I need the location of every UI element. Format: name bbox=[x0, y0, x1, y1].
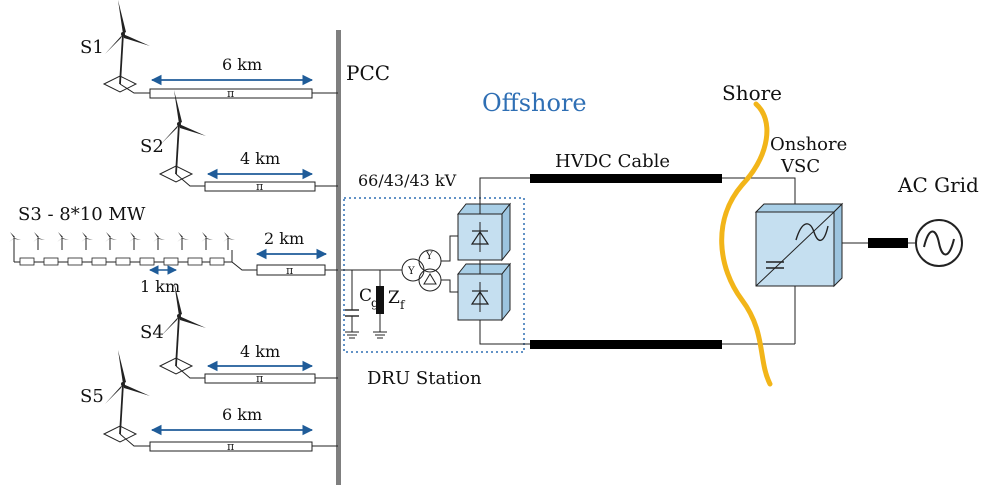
turbine-s5-label: S5 bbox=[80, 386, 104, 407]
turbine-string-s3: S3 - 8*10 MW 1 km 2 km π bbox=[8, 204, 338, 296]
shore-line bbox=[719, 101, 773, 387]
hvdc-cable-label: HVDC Cable bbox=[555, 151, 670, 172]
svg-text:π: π bbox=[256, 180, 263, 193]
filter-capacitor-cg: C g bbox=[345, 270, 379, 339]
spacing-s3: 1 km bbox=[140, 277, 180, 296]
ac-cable bbox=[868, 238, 908, 248]
pcc-busbar bbox=[336, 30, 341, 485]
onshore-vsc-label-line1: Onshore bbox=[770, 134, 847, 155]
diode-rectifier-upper bbox=[456, 202, 512, 262]
filter-impedance-zf: Z f bbox=[373, 270, 406, 339]
offshore-label: Offshore bbox=[482, 89, 587, 117]
turbine-s1-label: S1 bbox=[80, 37, 104, 58]
svg-text:Y: Y bbox=[407, 266, 415, 277]
turbine-s1: S1 6 km π bbox=[80, 0, 338, 100]
hvdc-cable-upper bbox=[530, 174, 722, 183]
onshore-vsc-label-line2: VSC bbox=[780, 156, 820, 177]
ac-grid-source-icon bbox=[915, 219, 963, 267]
turbine-s2-label: S2 bbox=[140, 136, 164, 157]
svg-text:π: π bbox=[227, 440, 234, 453]
svg-text:g: g bbox=[371, 296, 379, 310]
turbine-s4-label: S4 bbox=[140, 322, 164, 343]
svg-text:C: C bbox=[359, 286, 372, 306]
distance-s3: 2 km bbox=[264, 229, 304, 248]
dc-positive-line bbox=[479, 177, 765, 214]
ac-grid-label: AC Grid bbox=[897, 173, 979, 197]
dru-station-box bbox=[343, 197, 525, 353]
turbine-s2: S2 4 km π bbox=[140, 89, 338, 193]
hvdc-cable-lower bbox=[530, 340, 722, 349]
svg-text:f: f bbox=[400, 298, 406, 312]
turbine-s3-label: S3 - 8*10 MW bbox=[18, 204, 146, 225]
diode-rectifier-lower bbox=[456, 262, 512, 322]
svg-text:π: π bbox=[227, 87, 234, 100]
distance-s2: 4 km bbox=[240, 149, 280, 168]
onshore-vsc bbox=[754, 202, 844, 288]
pcc-label: PCC bbox=[346, 61, 390, 85]
distance-s4: 4 km bbox=[240, 342, 280, 361]
three-winding-transformer: Y Y bbox=[401, 235, 458, 293]
distance-s5: 6 km bbox=[222, 405, 262, 424]
svg-text:π: π bbox=[286, 264, 293, 277]
turbine-s5: S5 6 km π bbox=[80, 349, 338, 453]
svg-text:π: π bbox=[256, 372, 263, 385]
voltage-label: 66/43/43 kV bbox=[358, 171, 457, 190]
svg-text:Y: Y bbox=[425, 251, 433, 262]
distance-s1: 6 km bbox=[222, 55, 262, 74]
dru-station-label: DRU Station bbox=[367, 368, 482, 389]
turbine-s4: S4 4 km π bbox=[140, 281, 338, 385]
shore-label: Shore bbox=[722, 81, 782, 105]
svg-text:Z: Z bbox=[388, 288, 400, 308]
